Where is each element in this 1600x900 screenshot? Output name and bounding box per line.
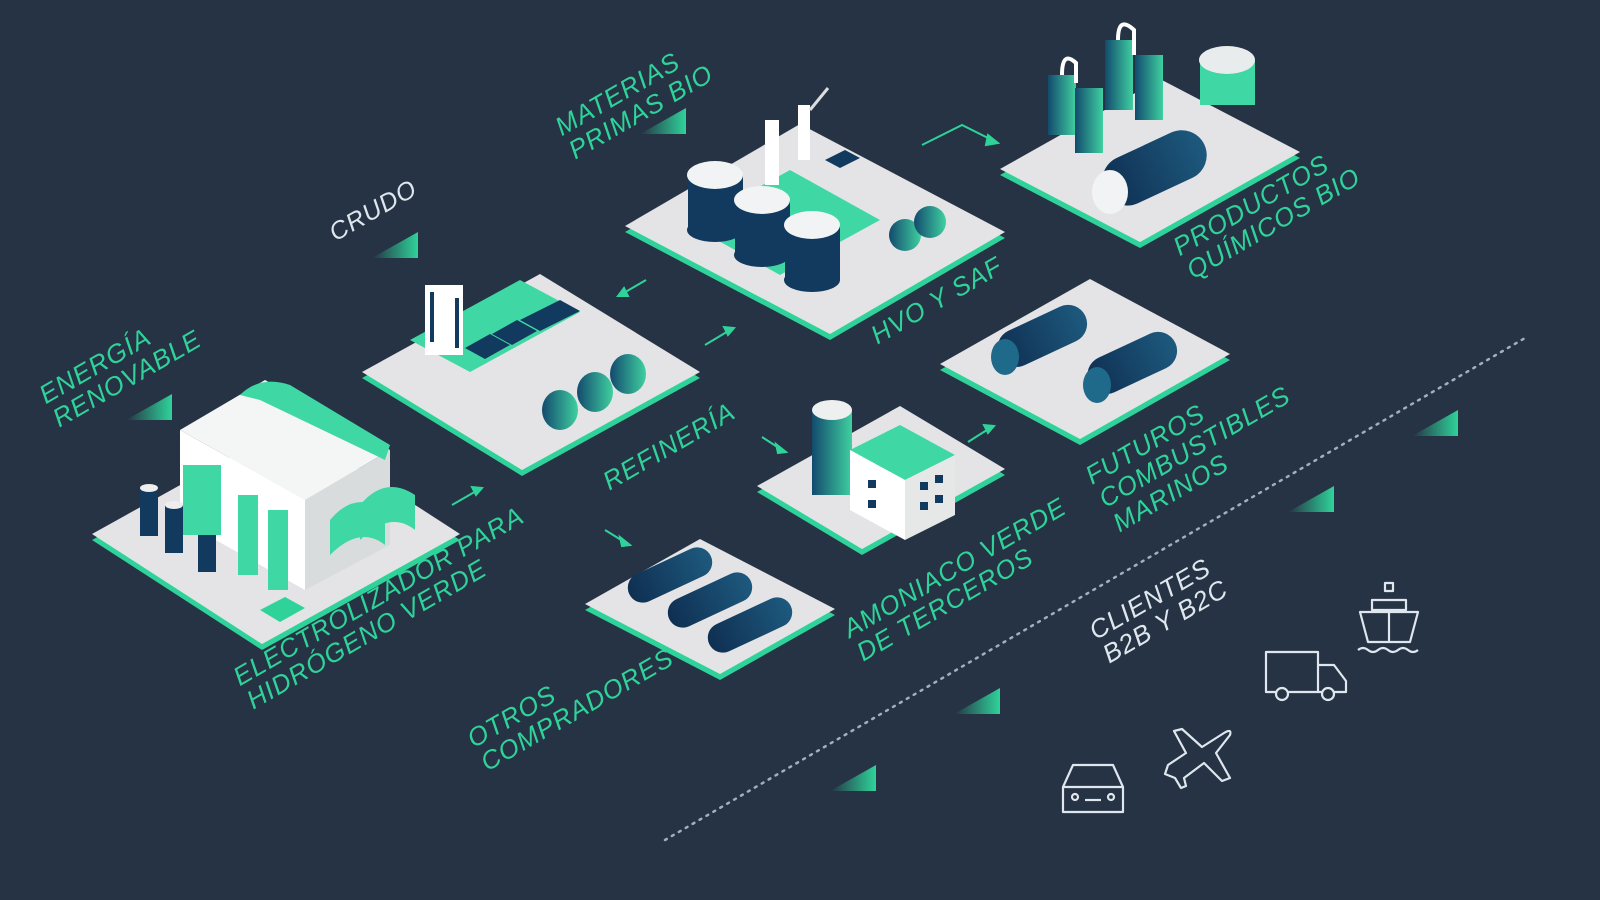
platform-otros [585,539,835,680]
car-icon [1061,763,1125,814]
truck-icon [1264,650,1348,702]
platform-amoniaco [757,400,1005,555]
platform-hvo [625,87,1005,340]
airplane-icon [1163,727,1232,790]
platform-marinos [940,279,1230,445]
platform-electrolizador [92,380,460,650]
platform-quimicos [1000,22,1300,248]
divider-dotted-line [663,336,1527,842]
platform-refineria [362,274,700,476]
ship-icon [1357,581,1420,654]
flow-arrows [451,123,1001,548]
